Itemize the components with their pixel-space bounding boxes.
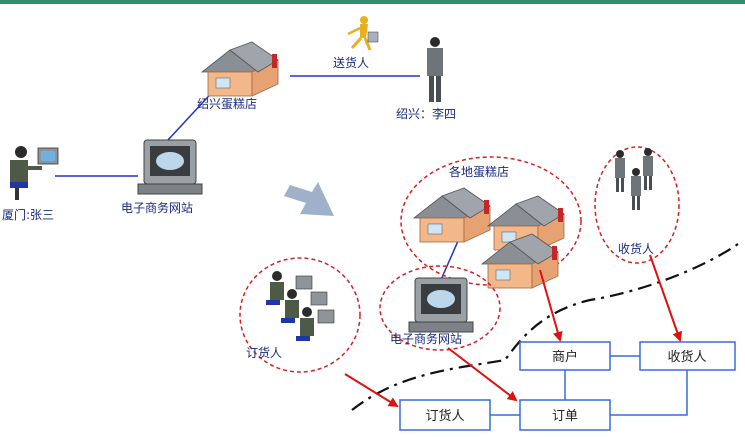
- xiamen-person-label: 厦门:张三: [2, 207, 54, 222]
- orderers-ellipse: [239, 257, 361, 373]
- top-bar: [0, 0, 745, 4]
- computer-icon: [408, 277, 474, 333]
- man-figure-icon: [615, 150, 625, 192]
- receivers-label: 收货人: [618, 241, 654, 256]
- arrow-shops-merchant: [539, 269, 563, 342]
- courier-figure-icon: [347, 16, 379, 51]
- computer-icon: [137, 139, 203, 195]
- transition-arrow-icon: [284, 182, 334, 216]
- ecommerce-site-ellipse: [379, 265, 501, 351]
- local-shops-label: 各地蛋糕店: [449, 164, 509, 179]
- connector-order-receiver: [610, 370, 688, 416]
- receiver-figure-icon: [427, 37, 443, 102]
- person-at-computer-icon: [10, 146, 59, 200]
- shaoxing-shop-label: 绍兴蛋糕店: [197, 97, 257, 111]
- shaoxing-person-label: 绍兴：李四: [396, 106, 456, 121]
- courier-label: 送货人: [333, 55, 369, 70]
- man-figure-icon: [643, 148, 653, 190]
- divider-curve: [351, 243, 739, 411]
- receiver-box: [639, 341, 736, 371]
- orderers-label: 订货人: [246, 345, 282, 360]
- orderers-at-computers-icon: [266, 271, 335, 341]
- man-figure-icon: [631, 168, 641, 210]
- orderer-box-label: 订货人: [425, 408, 464, 424]
- ecommerce-site-label: 电子商务网站: [121, 200, 193, 215]
- house-icon: [201, 41, 279, 97]
- receiver-box-label: 收货人: [667, 349, 706, 365]
- ecommerce-site-label-bottom: 电子商务网站: [390, 331, 462, 346]
- order-box-label: 订单: [552, 409, 578, 424]
- arrow-receivers-receiverbox: [649, 254, 683, 342]
- merchant-box-label: 商户: [552, 349, 578, 365]
- house-icon: [413, 187, 491, 243]
- arrow-orderers-ordererbox: [344, 373, 399, 408]
- receivers-ellipse: [594, 146, 680, 264]
- arrow-site-order: [447, 347, 518, 402]
